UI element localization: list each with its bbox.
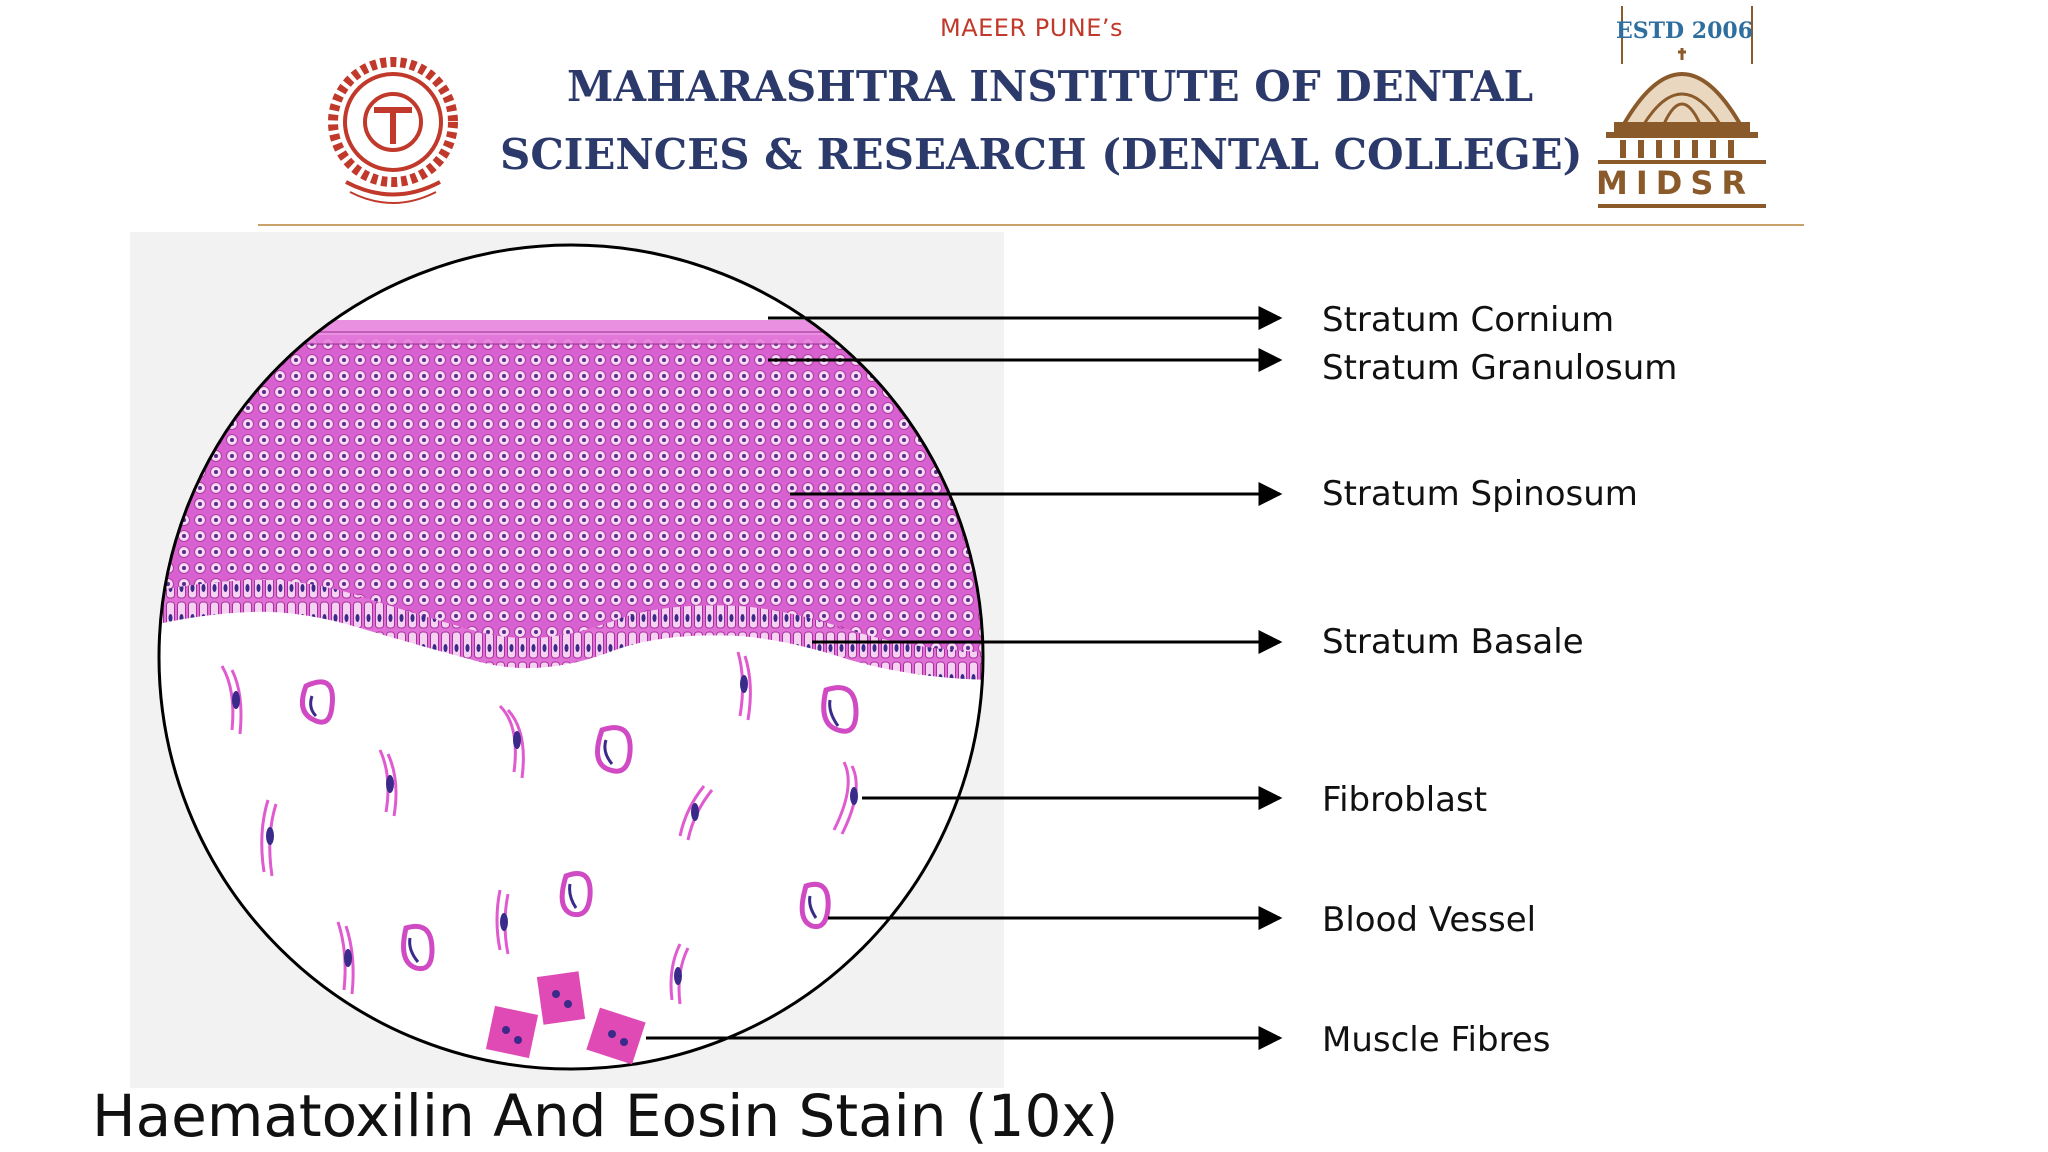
label-stratum-granulosum: Stratum Granulosum [1322,348,1677,388]
stain-caption: Haematoxilin And Eosin Stain (10x) [92,1082,1118,1150]
label-stratum-spinosum: Stratum Spinosum [1322,474,1638,514]
label-stratum-cornium: Stratum Cornium [1322,300,1614,340]
label-stratum-basale: Stratum Basale [1322,622,1584,662]
label-fibroblast: Fibroblast [1322,780,1487,820]
label-muscle-fibres: Muscle Fibres [1322,1020,1550,1060]
label-blood-vessel: Blood Vessel [1322,900,1536,940]
